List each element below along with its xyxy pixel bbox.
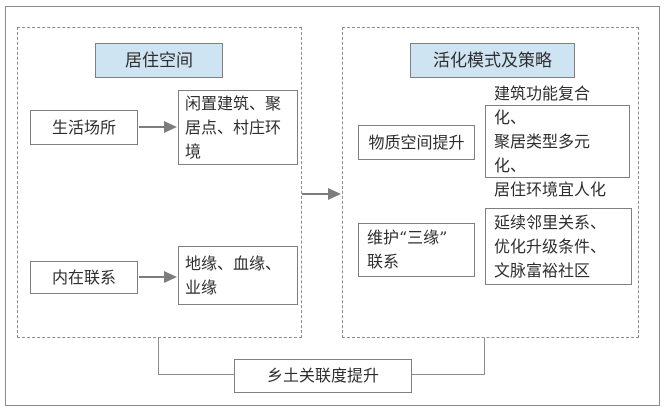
life-place-label: 生活场所: [51, 117, 116, 137]
bottom-summary-label: 乡土关联度提升: [266, 366, 379, 385]
material-space-box: 物质空间提升: [358, 125, 475, 160]
left-panel-header: 居住空间: [95, 43, 223, 78]
three-ties-detail-box: 延续邻里关系、 优化升级条件、 文脉富裕社区: [485, 208, 632, 285]
left-panel-header-label: 居住空间: [125, 50, 193, 71]
arrow-shaft: [302, 193, 329, 195]
arrow-shaft: [139, 276, 165, 278]
connector-line: [412, 374, 484, 375]
life-place-detail: 闲置建筑、聚 居点、村庄环 境: [185, 93, 282, 161]
arrow-right-icon: [139, 121, 177, 133]
arrow-shaft: [139, 126, 165, 128]
inner-link-label: 内在联系: [51, 267, 116, 287]
material-space-detail: 建筑功能复合化、 聚居类型多元化、 居住环境宜人化: [494, 83, 607, 199]
three-ties-detail: 延续邻里关系、 优化升级条件、 文脉富裕社区: [494, 212, 607, 280]
connector-line: [158, 338, 159, 375]
inner-link-box: 内在联系: [30, 261, 138, 294]
connector-line: [158, 374, 234, 375]
panels-arrow-right-icon: [302, 188, 341, 200]
outer-frame: [5, 6, 660, 406]
right-panel-header: 活化模式及策略: [410, 43, 575, 78]
inner-link-detail-box: 地缘、血缘、 业缘: [178, 246, 298, 305]
inner-link-detail: 地缘、血缘、 业缘: [185, 253, 282, 297]
left-panel: [17, 27, 302, 338]
material-space-detail-box: 建筑功能复合化、 聚居类型多元化、 居住环境宜人化: [485, 84, 630, 199]
bottom-summary-box: 乡土关联度提升: [234, 359, 412, 393]
life-place-box: 生活场所: [30, 110, 138, 145]
life-place-detail-box: 闲置建筑、聚 居点、村庄环 境: [178, 90, 298, 165]
arrow-right-icon: [139, 271, 177, 283]
material-space-label: 物质空间提升: [368, 132, 465, 152]
arrow-head-icon: [164, 271, 177, 283]
connector-line: [484, 338, 485, 375]
right-panel: [342, 27, 639, 338]
right-panel-header-label: 活化模式及策略: [433, 50, 552, 71]
three-ties-box: 维护“三缘” 联系: [358, 223, 475, 277]
arrow-head-icon: [164, 121, 177, 133]
arrow-head-icon: [328, 188, 341, 200]
three-ties-label: 维护“三缘” 联系: [367, 228, 448, 271]
